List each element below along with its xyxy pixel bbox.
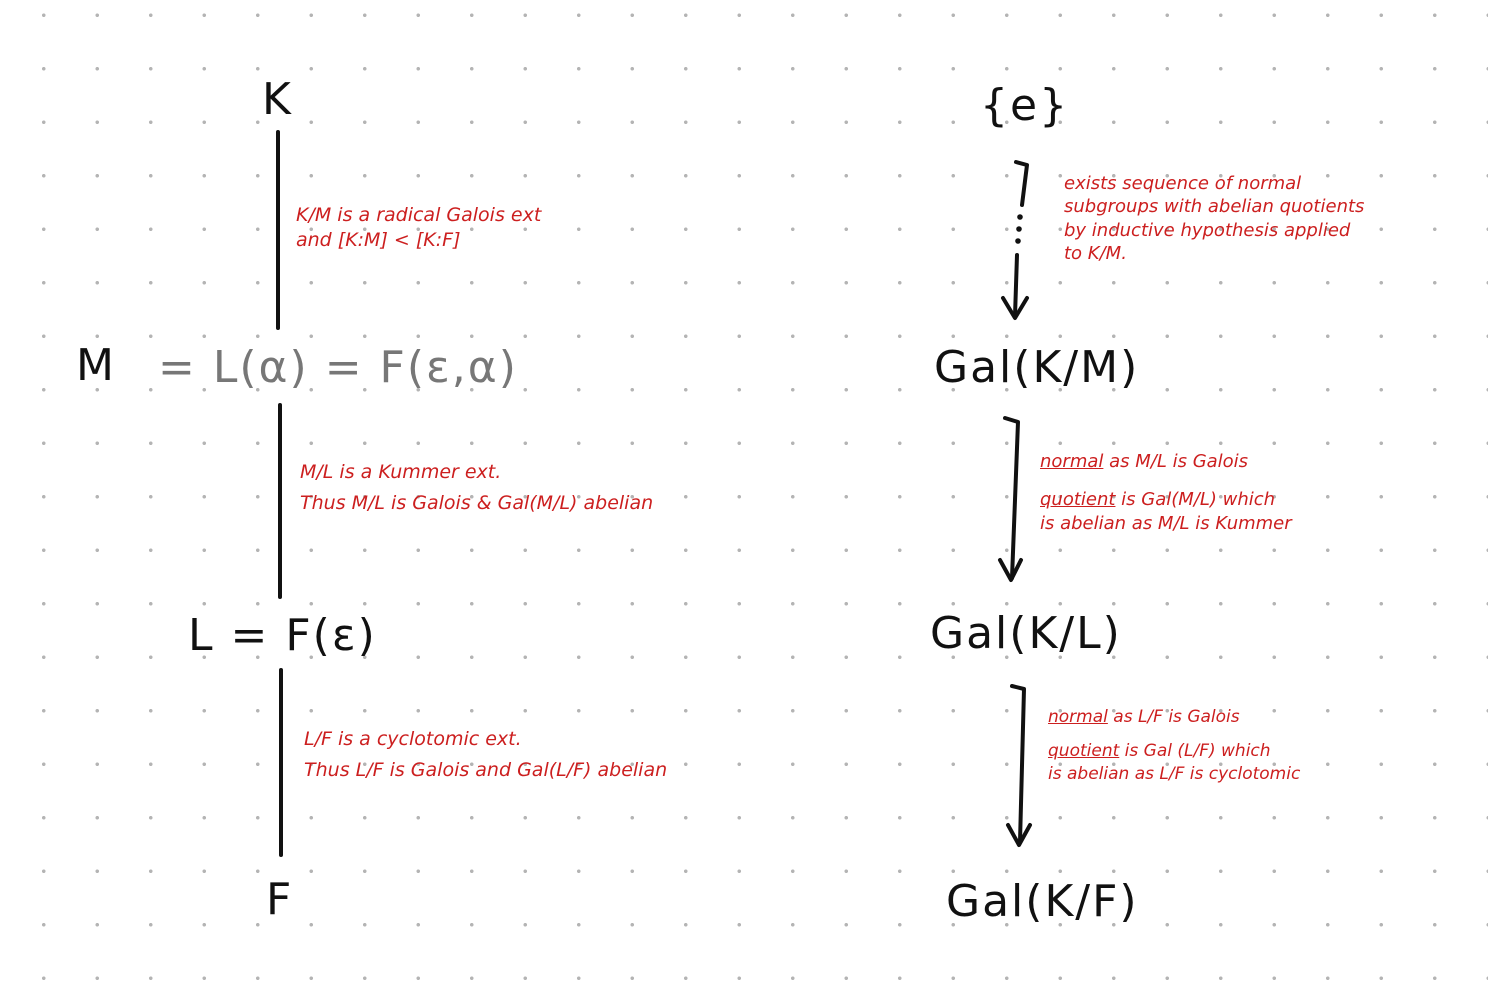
gal-K-L-label: Gal(K/L) bbox=[930, 608, 1122, 659]
field-M-equation: = L(α) = F(ε,α) bbox=[158, 342, 518, 393]
note-M-over-L-line-2: Thus M/L is Galois & Gal(M/L) abelian bbox=[300, 492, 654, 515]
field-K-label: K bbox=[262, 74, 293, 125]
note-M-over-L: M/L is a Kummer ext. Thus M/L is Galois … bbox=[300, 460, 653, 516]
field-M-label: M bbox=[76, 340, 116, 391]
note-sequence-of-subgroups: exists sequence of normal subgroups with… bbox=[1064, 172, 1364, 266]
note-bot-line-1: as L/F is Galois bbox=[1107, 707, 1240, 727]
note-bot-quotient-word: quotient bbox=[1048, 741, 1120, 762]
note-top-line-2: subgroups with abelian quotients bbox=[1064, 196, 1365, 218]
gal-K-M-label: Gal(K/M) bbox=[934, 342, 1140, 393]
note-L-over-F-line-2: Thus L/F is Galois and Gal(L/F) abelian bbox=[304, 759, 668, 782]
note-top-line-1: exists sequence of normal bbox=[1064, 173, 1302, 194]
note-K-over-M: K/M is a radical Galois ext and [K:M] < … bbox=[296, 203, 541, 253]
note-galKL-normal-in-galKM: normal as M/L is Galois quotient is Gal(… bbox=[1040, 450, 1292, 535]
note-mid-line-3: is abelian as M/L is Kummer bbox=[1040, 512, 1292, 534]
note-mid-line-1: as M/L is Galois bbox=[1103, 451, 1249, 472]
note-top-line-3: by inductive hypothesis applied bbox=[1064, 219, 1351, 241]
note-L-over-F-line-1: L/F is a cyclotomic ext. bbox=[304, 728, 522, 750]
note-mid-line-2: is Gal(M/L) which bbox=[1115, 488, 1276, 510]
note-mid-quotient-word: quotient bbox=[1040, 488, 1116, 510]
arrow-galKM-to-galKL bbox=[998, 416, 1023, 582]
note-K-over-M-line-2: and [K:M] < [K:F] bbox=[296, 229, 461, 252]
note-bot-normal-word: normal bbox=[1048, 707, 1108, 727]
trivial-group-label: {e} bbox=[980, 80, 1070, 131]
note-bot-line-2: is Gal (L/F) which bbox=[1119, 741, 1271, 762]
note-M-over-L-line-1: M/L is a Kummer ext. bbox=[300, 461, 502, 483]
note-L-over-F: L/F is a cyclotomic ext. Thus L/F is Gal… bbox=[304, 727, 667, 783]
field-L-equation: L = F(ε) bbox=[188, 610, 377, 661]
note-K-over-M-line-1: K/M is a radical Galois ext bbox=[296, 204, 542, 226]
note-mid-normal-word: normal bbox=[1040, 451, 1104, 472]
note-top-line-4: to K/M. bbox=[1064, 243, 1127, 265]
dotted-arrow-e-to-galKM bbox=[1001, 160, 1029, 320]
field-F-label: F bbox=[266, 874, 294, 925]
gal-K-F-label: Gal(K/F) bbox=[946, 876, 1139, 927]
note-bot-line-3: is abelian as L/F is cyclotomic bbox=[1048, 763, 1301, 784]
note-galKF-normal: normal as L/F is Galois quotient is Gal … bbox=[1048, 706, 1300, 785]
arrow-galKL-to-galKF bbox=[1006, 684, 1032, 847]
